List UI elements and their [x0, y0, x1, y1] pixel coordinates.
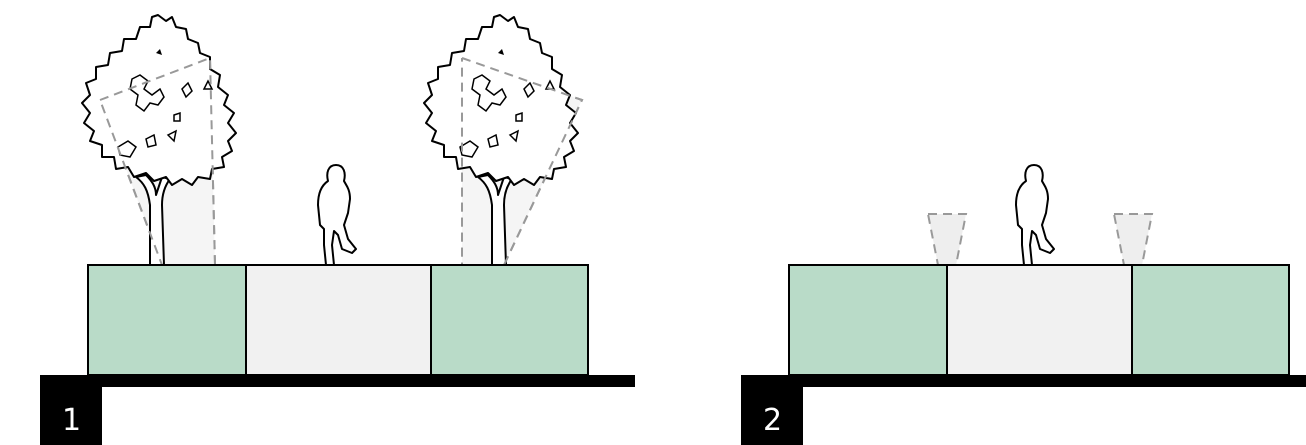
sidewalk — [946, 264, 1133, 376]
planting-strip — [788, 264, 948, 376]
root-zone-icon — [1112, 213, 1154, 266]
root-zone-icon — [926, 213, 968, 266]
planting-strip — [430, 264, 589, 376]
panel-label: 2 — [763, 403, 782, 438]
pedestrian-icon — [317, 164, 357, 266]
panel-label-box — [40, 375, 102, 445]
ground-line — [40, 375, 635, 387]
ground-line — [741, 375, 1306, 387]
tree-icon — [423, 14, 579, 266]
planting-strip — [87, 264, 247, 376]
root-zone-outline — [99, 56, 584, 266]
panel-label: 1 — [62, 403, 81, 438]
panel-2: 2 — [741, 164, 1306, 445]
planting-strip — [1131, 264, 1290, 376]
sidewalk — [245, 264, 432, 376]
panel-label-box — [741, 375, 803, 445]
panel-1: 1 — [40, 14, 635, 445]
pedestrian-icon — [1015, 164, 1055, 266]
